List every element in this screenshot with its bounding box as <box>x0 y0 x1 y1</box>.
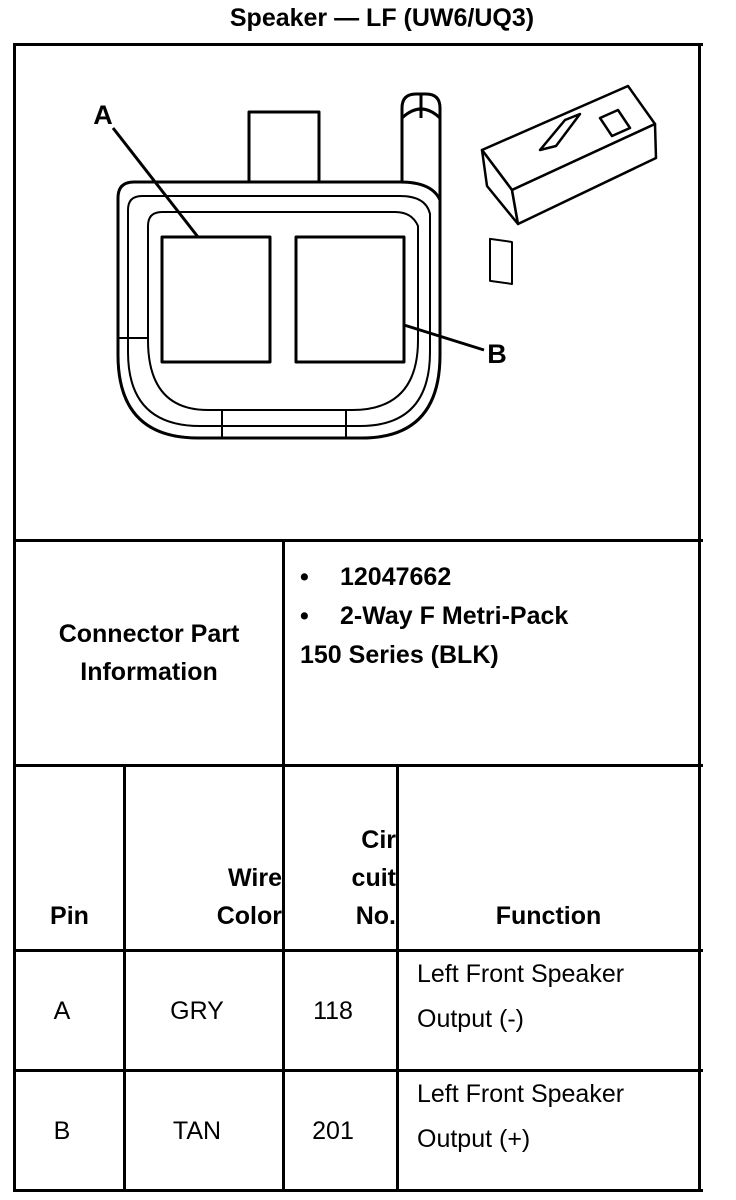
header-pin: Pin <box>16 767 123 949</box>
header-circuit-text-3: No. <box>355 902 396 930</box>
row-a-circuit: 118 <box>313 996 353 1025</box>
row-a-function: Left Front Speaker Output (-) <box>399 952 698 1069</box>
header-circuit-text-1: Cir <box>361 826 396 854</box>
header-wire-text: Wire <box>228 864 282 892</box>
row-b-circuit: 201 <box>312 1116 354 1145</box>
page-title: Speaker — LF (UW6/UQ3) <box>229 4 535 32</box>
row-a-function-line2: Output (-) <box>417 1005 524 1033</box>
header-pin-text: Pin <box>50 902 89 930</box>
divider-diagram <box>13 539 703 542</box>
part-type-item: • 2-Way F Metri-Pack <box>300 597 568 636</box>
divider-row-a <box>13 1069 703 1072</box>
diagram-label-b: B <box>487 339 507 369</box>
row-a-function-line1: Left Front Speaker <box>417 960 625 988</box>
part-number-item: • 12047662 <box>300 558 568 597</box>
connector-part-label: Connector Part Information <box>16 542 282 764</box>
bullet: • <box>300 563 309 591</box>
row-a-pin: A <box>53 996 71 1025</box>
cavity-b <box>294 235 406 364</box>
divider-pin-col <box>123 764 126 1192</box>
leader-line-b <box>403 323 485 352</box>
divider-part-info <box>13 764 703 767</box>
row-b-pin: B <box>53 1116 71 1145</box>
row-b-function-line2: Output (+) <box>417 1125 531 1153</box>
table-border-left <box>13 43 16 1192</box>
connector-diagram <box>111 84 658 440</box>
connector-3d-view <box>480 84 658 285</box>
table-border-right <box>698 43 701 1192</box>
table-border-top <box>13 43 703 46</box>
header-circuit: Cir cuit No. <box>285 767 396 949</box>
connector-part-label-line1: Connector Part <box>58 620 240 648</box>
divider-circuit-col <box>396 764 399 1192</box>
bullet: • <box>300 602 309 630</box>
divider-header <box>13 949 703 952</box>
row-b-function-line1: Left Front Speaker <box>417 1080 625 1108</box>
table-border-bottom <box>13 1189 703 1192</box>
row-a-color: GRY <box>170 996 224 1025</box>
part-series: 150 Series (BLK) <box>300 641 499 669</box>
part-number: 12047662 <box>340 563 452 591</box>
header-function-text: Function <box>495 902 602 930</box>
connector-part-label-line2: Information <box>80 658 218 686</box>
leader-line-a <box>111 127 200 238</box>
header-wire-color: Wire Color <box>126 767 282 949</box>
row-b-function: Left Front Speaker Output (+) <box>399 1072 698 1189</box>
divider-part-label <box>282 539 285 1192</box>
header-circuit-text-2: cuit <box>351 864 396 892</box>
connector-latch-tab <box>247 110 321 184</box>
header-color-text: Color <box>216 902 282 930</box>
part-type: 2-Way F Metri-Pack <box>340 602 569 630</box>
row-b-color: TAN <box>172 1116 222 1145</box>
cavity-a <box>160 235 272 364</box>
header-function: Function <box>399 767 698 949</box>
connector-part-details: • 12047662 • 2-Way F Metri-Pack 150 Seri… <box>300 558 568 675</box>
diagram-label-a: A <box>93 100 113 130</box>
